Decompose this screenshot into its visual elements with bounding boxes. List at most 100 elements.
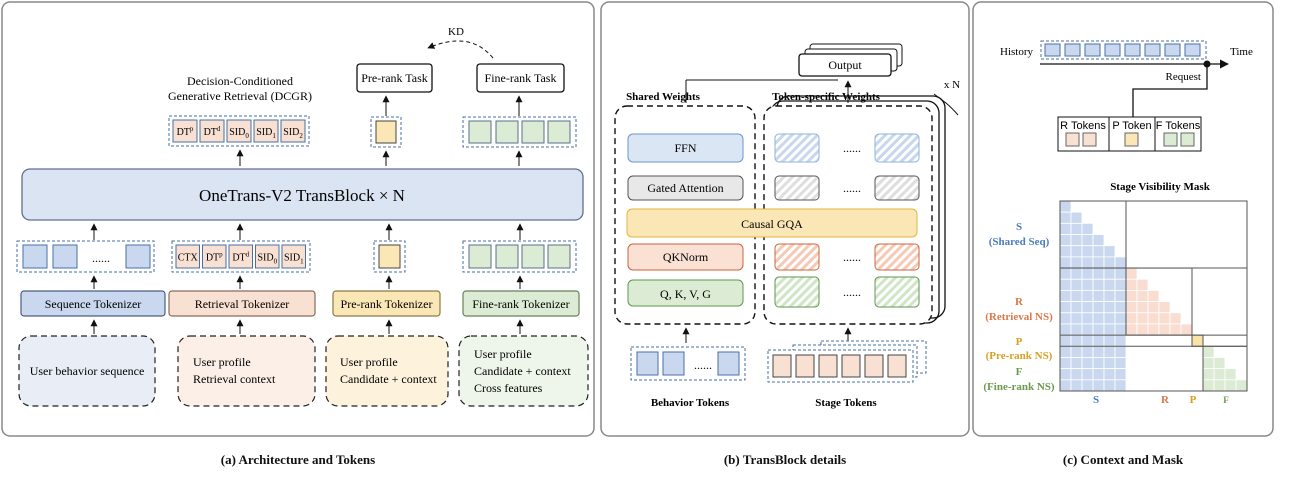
mask-cell (1114, 278, 1127, 291)
mask-cell (1081, 357, 1094, 370)
dcgr-token-label: SID2 (283, 127, 303, 140)
mask-cell (1070, 278, 1083, 291)
col-label-f: F (1223, 395, 1229, 405)
behavior-token (717, 351, 740, 376)
finerank-token (468, 244, 492, 269)
dcgr-token (226, 119, 252, 143)
output-box (798, 53, 892, 77)
prerank-tokenizer (332, 290, 441, 317)
mask-cell (1059, 278, 1072, 291)
retrieval-token-label: SID0 (257, 253, 277, 266)
mask-cell (1070, 301, 1083, 314)
mask-cell (1070, 357, 1083, 370)
retrieval-token-label: SID1 (284, 253, 304, 266)
stage-token (818, 354, 838, 378)
p-token-label: P Token (1112, 120, 1151, 132)
prerank-tokenizer-label: Pre-rank Tokenizer (341, 297, 433, 311)
mask-cell (1202, 345, 1215, 358)
retrieval-token (228, 244, 253, 269)
mask-cell (1059, 290, 1072, 302)
dcgr-token-label: SID1 (256, 127, 276, 140)
history-token (1184, 43, 1201, 57)
panel-a: Decision-Conditioned Generative Retrieva… (1, 1, 595, 437)
mask-cell (1136, 301, 1149, 314)
stage-token (795, 354, 815, 378)
dcgr-token (199, 119, 225, 143)
dcgr-title-line2: Generative Retrieval (DCGR) (168, 89, 312, 103)
mask-cell (1125, 301, 1138, 314)
row-label-p: P (1016, 336, 1023, 348)
sequence-dots: ...... (92, 251, 110, 265)
history-token (1044, 43, 1061, 57)
behavior-token (662, 351, 685, 376)
mask-cell (1114, 368, 1127, 381)
prerank-task-box (356, 63, 433, 93)
mask-cell (1070, 290, 1083, 302)
prerank-output-frame (370, 116, 402, 148)
mask-cell (1191, 334, 1204, 347)
input-box-prerank (325, 335, 449, 407)
mask-cell (1103, 290, 1116, 302)
behavior-token-frame (630, 346, 746, 381)
retrieval-tokenizer-label: Retrieval Tokenizer (195, 297, 290, 311)
sequence-token (125, 244, 151, 269)
finerank-output-token (468, 120, 492, 144)
mask-cell (1092, 345, 1105, 358)
attention-token-weight (774, 175, 820, 201)
mask-cell (1114, 357, 1127, 370)
mask-cell (1092, 256, 1105, 269)
mask-cell (1125, 323, 1138, 336)
history-token (1084, 43, 1101, 57)
mask-cell (1114, 312, 1127, 325)
panel-b: Output Shared Weights Token-specific Wei… (600, 1, 970, 437)
mask-cell (1070, 379, 1083, 392)
mask-cell (1147, 312, 1160, 325)
mask-cell (1103, 245, 1116, 258)
mask-cell (1092, 312, 1105, 325)
mask-cell (1103, 357, 1116, 370)
prerank-task-label: Pre-rank Task (361, 71, 428, 85)
row-label-s: S (1016, 221, 1022, 233)
output-label: Output (828, 58, 862, 72)
repeat-bracket (933, 93, 959, 116)
finerank-output-token (521, 120, 545, 144)
input-text: Candidate + context (340, 372, 437, 386)
mask-cell (1114, 345, 1127, 358)
request-connector (1132, 64, 1208, 117)
row-label-s-sub: (Shared Seq) (989, 236, 1050, 248)
stage-token (887, 354, 907, 378)
history-token (1164, 43, 1181, 57)
mask-cell (1147, 290, 1160, 302)
retrieval-token-label: DTp (206, 251, 223, 264)
sequence-token-frame (16, 240, 155, 273)
causal-gqa-layer (626, 208, 918, 238)
finerank-output-frame (462, 116, 577, 148)
panel-c: History Time Request R Tokens P Token F … (972, 1, 1274, 437)
gated-attention-layer (627, 175, 744, 201)
history-token (1064, 43, 1081, 57)
p-token (1124, 132, 1139, 147)
mask-cell (1158, 301, 1171, 314)
mask-cell (1081, 256, 1094, 269)
mask-cell (1114, 256, 1127, 269)
caption-c: (c) Context and Mask (1062, 452, 1184, 467)
kd-arrow (427, 40, 494, 59)
mask-cell (1103, 334, 1116, 347)
finerank-token (495, 244, 519, 269)
input-text: Cross features (474, 381, 543, 395)
mask-cell (1070, 345, 1083, 358)
sequence-tokenizer-label: Sequence Tokenizer (45, 297, 142, 311)
mask-block-outline (1202, 345, 1248, 392)
mask-cell (1059, 323, 1072, 336)
sequence-token (22, 244, 48, 269)
retrieval-token (281, 244, 306, 269)
stage-token (864, 354, 884, 378)
mask-cell (1213, 368, 1226, 381)
retrieval-token-label: CTX (178, 253, 199, 264)
sequence-token (52, 244, 78, 269)
mask-cell (1213, 357, 1226, 370)
mask-cell (1103, 379, 1116, 392)
mask-cell (1070, 312, 1083, 325)
